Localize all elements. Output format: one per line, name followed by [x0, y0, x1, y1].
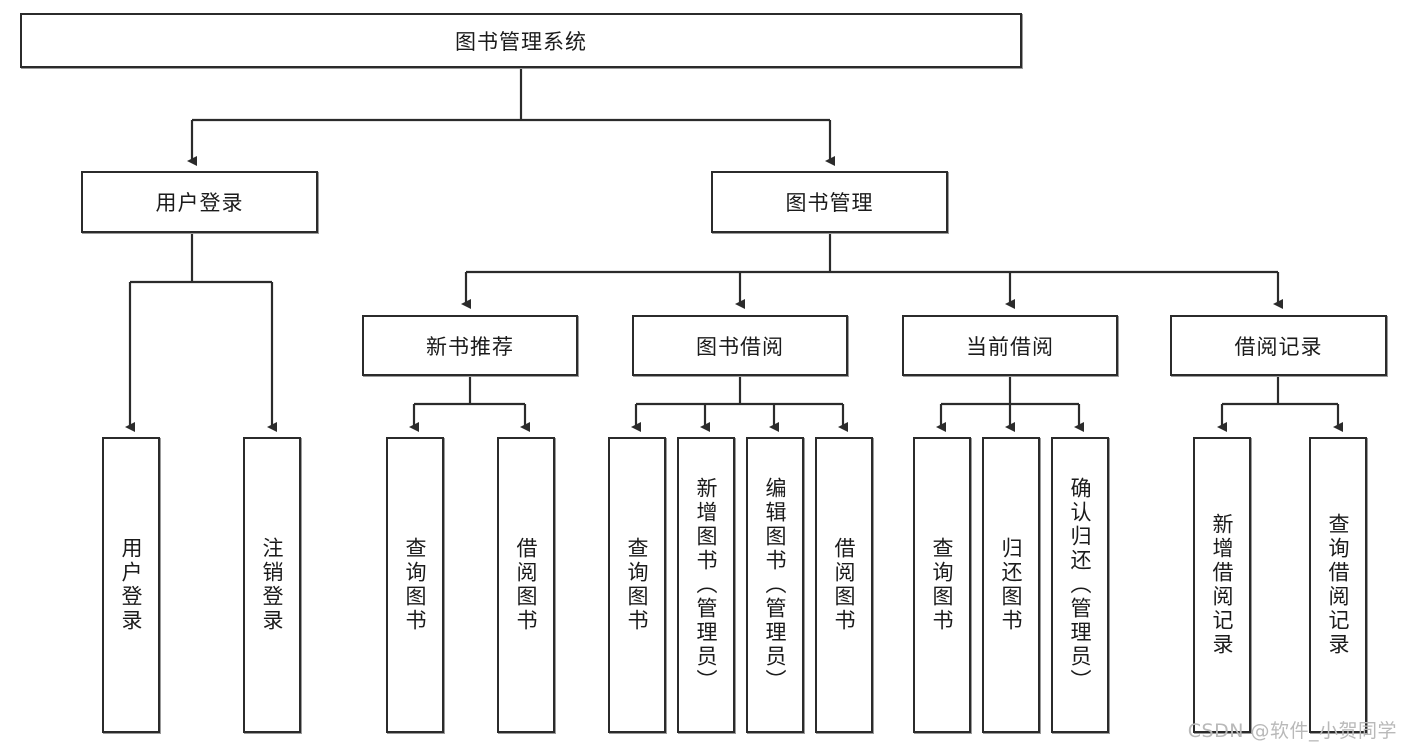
- node-leaf-return-book-label: 归还图书: [999, 537, 1024, 633]
- node-book-management[interactable]: 图书管理: [711, 171, 948, 233]
- node-leaf-add-record-label: 新增借阅记录: [1210, 513, 1235, 657]
- node-leaf-query-book-3-label: 查询图书: [930, 537, 955, 633]
- node-leaf-confirm-return-label: 确认归还（管理员）: [1068, 477, 1093, 693]
- node-borrow-record-label: 借阅记录: [1234, 334, 1323, 359]
- node-leaf-query-book-1[interactable]: 查询图书: [386, 437, 444, 733]
- node-leaf-add-record[interactable]: 新增借阅记录: [1193, 437, 1251, 733]
- node-current-borrow-label: 当前借阅: [966, 334, 1054, 359]
- node-leaf-edit-book-label: 编辑图书（管理员）: [763, 477, 788, 693]
- node-leaf-confirm-return[interactable]: 确认归还（管理员）: [1051, 437, 1109, 733]
- node-user-login[interactable]: 用户登录: [81, 171, 318, 233]
- node-leaf-user-logout[interactable]: 注销登录: [243, 437, 301, 733]
- node-leaf-user-login[interactable]: 用户登录: [102, 437, 160, 733]
- node-new-book-recommend[interactable]: 新书推荐: [362, 315, 578, 376]
- node-new-book-recommend-label: 新书推荐: [426, 334, 514, 359]
- node-leaf-query-record[interactable]: 查询借阅记录: [1309, 437, 1367, 733]
- node-book-borrow-label: 图书借阅: [696, 334, 784, 359]
- node-leaf-query-book-1-label: 查询图书: [403, 537, 428, 633]
- node-leaf-query-book-3[interactable]: 查询图书: [913, 437, 971, 733]
- node-leaf-borrow-book-2-label: 借阅图书: [832, 537, 857, 633]
- node-leaf-query-book-2[interactable]: 查询图书: [608, 437, 666, 733]
- node-book-management-label: 图书管理: [785, 191, 874, 215]
- node-leaf-user-logout-label: 注销登录: [260, 537, 285, 633]
- node-leaf-add-book[interactable]: 新增图书（管理员）: [677, 437, 735, 733]
- node-leaf-query-record-label: 查询借阅记录: [1326, 513, 1351, 657]
- node-leaf-user-login-label: 用户登录: [119, 537, 144, 633]
- node-root-label: 图书管理系统: [455, 29, 587, 54]
- node-leaf-edit-book[interactable]: 编辑图书（管理员）: [746, 437, 804, 733]
- node-borrow-record[interactable]: 借阅记录: [1170, 315, 1387, 376]
- node-book-borrow[interactable]: 图书借阅: [632, 315, 848, 376]
- node-leaf-add-book-label: 新增图书（管理员）: [694, 477, 719, 693]
- watermark-text: CSDN @软件_小贺同学: [1187, 720, 1397, 742]
- node-leaf-borrow-book-1[interactable]: 借阅图书: [497, 437, 555, 733]
- node-root[interactable]: 图书管理系统: [20, 13, 1022, 68]
- node-leaf-borrow-book-2[interactable]: 借阅图书: [815, 437, 873, 733]
- node-leaf-query-book-2-label: 查询图书: [625, 537, 650, 633]
- node-leaf-return-book[interactable]: 归还图书: [982, 437, 1040, 733]
- node-user-login-label: 用户登录: [155, 191, 244, 215]
- node-current-borrow[interactable]: 当前借阅: [902, 315, 1118, 376]
- node-leaf-borrow-book-1-label: 借阅图书: [514, 537, 539, 633]
